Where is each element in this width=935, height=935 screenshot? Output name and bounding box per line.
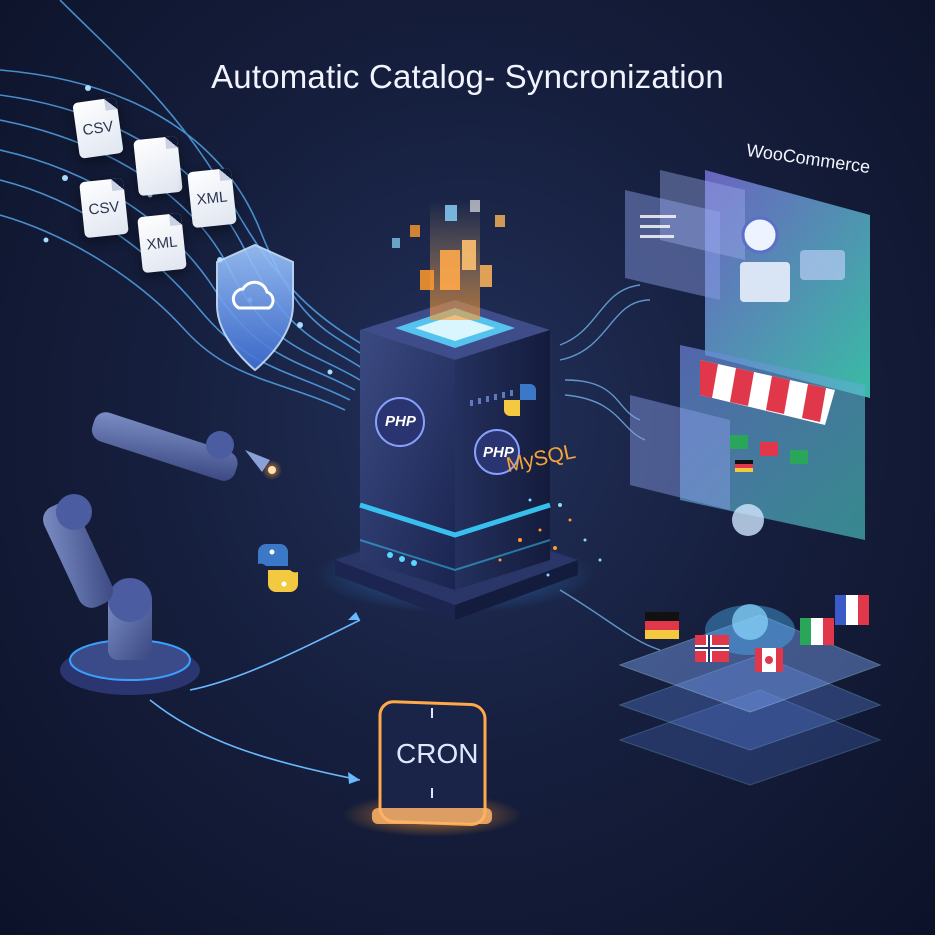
cron-label: CRON: [396, 738, 479, 769]
storefront-panel: [630, 345, 865, 540]
woocommerce-panel: [625, 170, 870, 398]
python-logo-server: [504, 384, 536, 416]
xml-file-icon: XML: [187, 167, 237, 229]
flag-norway: [695, 635, 729, 662]
data-cubes: [392, 200, 505, 290]
file-label: XML: [195, 187, 229, 209]
server-tower: [359, 300, 551, 590]
csv-file-icon: CSV: [72, 97, 124, 159]
shop-awning-icon: [700, 360, 835, 425]
flag-mexico: [800, 618, 834, 645]
flag-canada: [755, 648, 783, 672]
python-logo-icon: [258, 544, 298, 592]
file-icon: [133, 135, 183, 197]
csv-file-icon: CSV: [79, 177, 129, 239]
shield-cloud-icon: [216, 243, 294, 372]
page-title: Automatic Catalog- Syncronization: [211, 58, 724, 95]
php-badge-2-label: PHP: [483, 444, 514, 461]
file-label: XML: [145, 232, 179, 254]
file-label: CSV: [81, 117, 115, 139]
flag-germany: [645, 612, 679, 639]
php-badge-1: [375, 397, 425, 447]
wordpress-logo-icon: [741, 216, 779, 254]
flag-france: [835, 595, 869, 625]
xml-file-icon: XML: [137, 212, 187, 274]
globe-icon: [732, 504, 764, 536]
robotic-arm-icon: [43, 412, 282, 695]
php-badge-1-label: PHP: [385, 413, 416, 430]
file-label: CSV: [87, 197, 121, 219]
php-badge-2: [474, 429, 520, 475]
cron-box: [372, 700, 492, 826]
